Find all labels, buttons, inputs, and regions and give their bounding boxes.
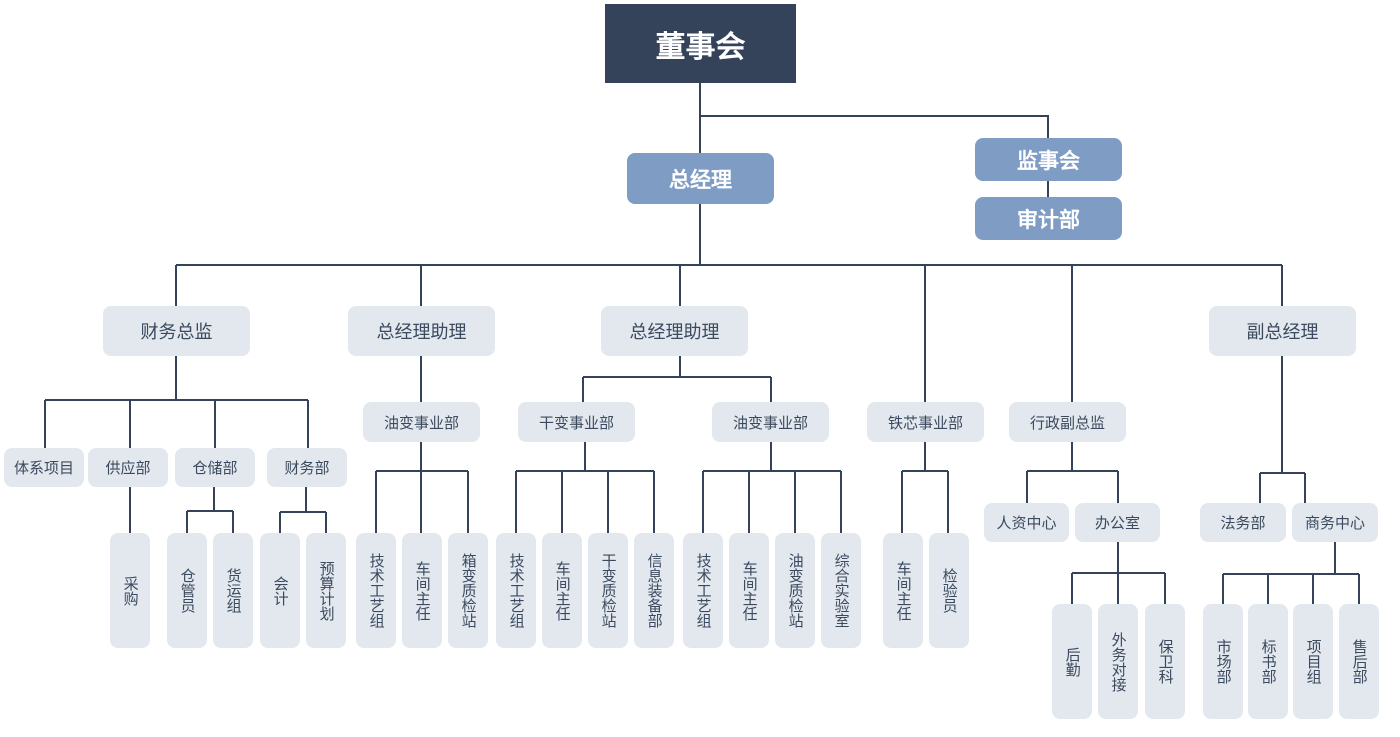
cfo-unit-storage: 仓储部 bbox=[175, 448, 255, 487]
leaf-box-qc-station: 箱变质检站 bbox=[448, 533, 488, 648]
leaf-warehouse-keeper: 仓管员 bbox=[167, 533, 207, 648]
leaf-workshop-head-1: 车间主任 bbox=[402, 533, 442, 648]
leaf-tech-process-2: 技术工艺组 bbox=[496, 533, 536, 648]
legal-dept: 法务部 bbox=[1200, 503, 1286, 542]
leaf-inspector: 检验员 bbox=[929, 533, 969, 648]
general-manager: 总经理 bbox=[627, 153, 774, 204]
leaf-external-affairs: 外务对接 bbox=[1098, 604, 1138, 719]
leaf-tech-process-1: 技术工艺组 bbox=[356, 533, 396, 648]
leaf-workshop-head-3: 车间主任 bbox=[729, 533, 769, 648]
office: 办公室 bbox=[1075, 503, 1160, 542]
leaf-bidding: 标书部 bbox=[1248, 604, 1288, 719]
leaf-workshop-head-2: 车间主任 bbox=[542, 533, 582, 648]
cfo: 财务总监 bbox=[103, 306, 250, 356]
leaf-info-equipment: 信息装备部 bbox=[634, 533, 674, 648]
assistant-gm-1: 总经理助理 bbox=[348, 306, 495, 356]
cfo-unit-finance: 财务部 bbox=[267, 448, 347, 487]
leaf-dry-qc-station: 干变质检站 bbox=[588, 533, 628, 648]
leaf-security: 保卫科 bbox=[1145, 604, 1185, 719]
leaf-oil-qc-station: 油变质检站 bbox=[775, 533, 815, 648]
leaf-freight-group: 货运组 bbox=[213, 533, 253, 648]
leaf-after-sales: 售后部 bbox=[1339, 604, 1379, 719]
cfo-unit-supply: 供应部 bbox=[88, 448, 168, 487]
oil-transformer-division-1: 油变事业部 bbox=[363, 402, 480, 442]
assistant-gm-2: 总经理助理 bbox=[601, 306, 748, 356]
board-of-directors: 董事会 bbox=[605, 4, 796, 83]
core-division: 铁芯事业部 bbox=[867, 402, 984, 442]
leaf-tech-process-3: 技术工艺组 bbox=[683, 533, 723, 648]
leaf-lab: 综合实验室 bbox=[821, 533, 861, 648]
business-center: 商务中心 bbox=[1292, 503, 1378, 542]
leaf-procurement: 采购 bbox=[110, 533, 150, 648]
vice-gm: 副总经理 bbox=[1209, 306, 1356, 356]
admin-deputy-director: 行政副总监 bbox=[1009, 402, 1126, 442]
leaf-market: 市场部 bbox=[1203, 604, 1243, 719]
cfo-unit-system: 体系项目 bbox=[4, 448, 84, 487]
oil-transformer-division-2: 油变事业部 bbox=[712, 402, 829, 442]
leaf-workshop-head-4: 车间主任 bbox=[883, 533, 923, 648]
leaf-accounting: 会计 bbox=[260, 533, 300, 648]
leaf-project-group: 项目组 bbox=[1293, 604, 1333, 719]
audit-department: 审计部 bbox=[975, 197, 1122, 240]
leaf-logistics: 后勤 bbox=[1052, 604, 1092, 719]
dry-transformer-division: 干变事业部 bbox=[518, 402, 635, 442]
hr-center: 人资中心 bbox=[984, 503, 1069, 542]
board-of-supervisors: 监事会 bbox=[975, 138, 1122, 181]
leaf-budget-plan: 预算计划 bbox=[306, 533, 346, 648]
